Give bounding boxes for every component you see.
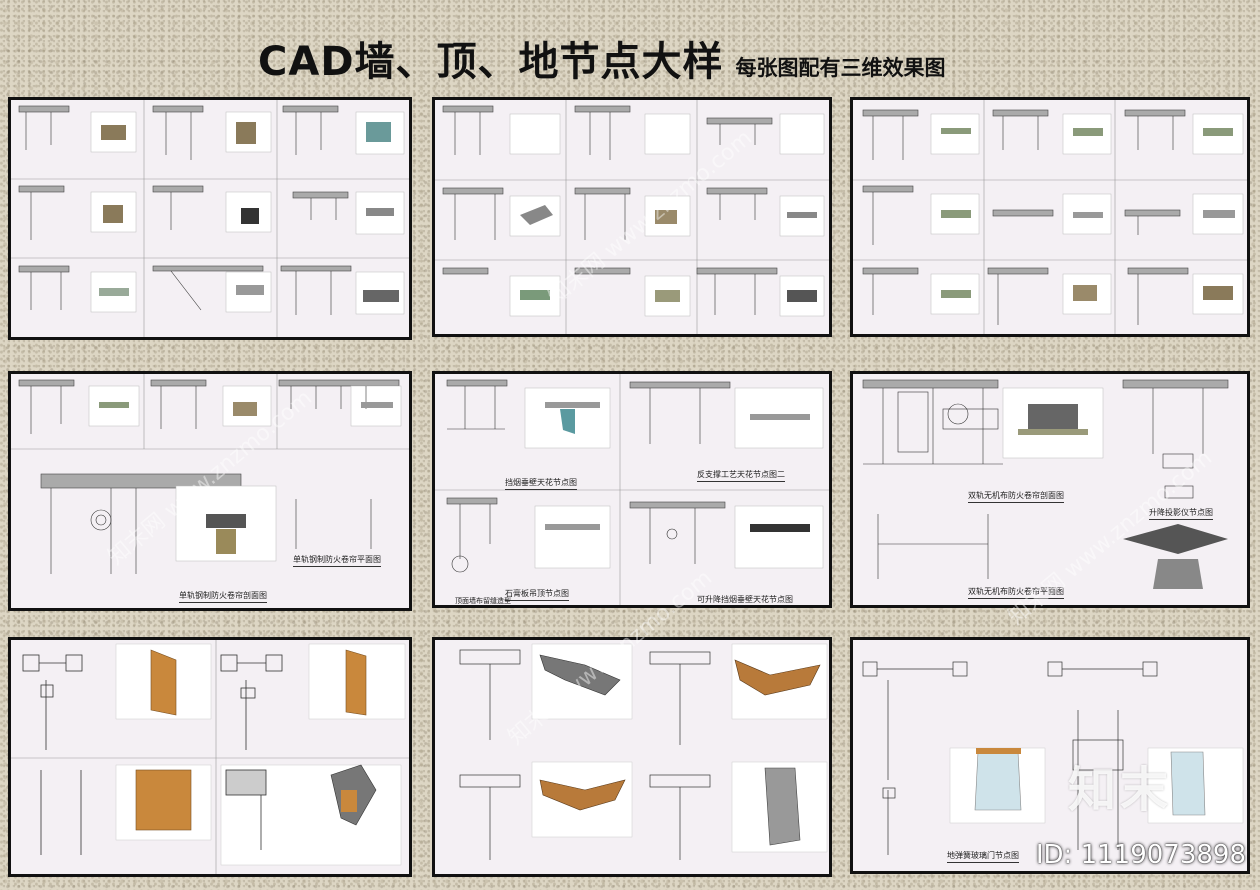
panel-1 [8,97,412,340]
panel-4: 单轨钢制防火卷帘平面图 单轨钢制防火卷帘剖面图 [8,371,412,611]
panel-3-drawing [853,100,1247,334]
watermark-id: ID: 1119073898 [1035,840,1246,870]
panel-2-drawing [435,100,829,334]
panel-5: 挡烟垂壁天花节点图 反支撑工艺天花节点图二 石膏板吊顶节点图 可升降挡烟垂壁天花… [432,371,832,608]
panel-2 [432,97,832,337]
caption-p4-section: 单轨钢制防火卷帘剖面图 [179,590,267,603]
caption-p5-smoke-screen: 挡烟垂壁天花节点图 [505,477,577,490]
caption-p5-liftable: 可升降挡烟垂壁天花节点图 [697,594,793,605]
caption-p5-gypsum: 石膏板吊顶节点图 [505,588,569,601]
page-title: CAD墙、顶、地节点大样 每张图配有三维效果图 [258,26,946,82]
panel-3 [850,97,1250,337]
panel-7 [8,637,412,877]
caption-p5-reverse-support: 反支撑工艺天花节点图二 [697,469,785,482]
panel-9: 地弹簧玻璃门节点图 [850,637,1250,874]
panel-5-drawing [435,374,829,605]
panel-1-drawing [11,100,409,337]
caption-p9-spring-door: 地弹簧玻璃门节点图 [947,850,1019,863]
caption-p5-wall-cloth: 顶面墙布留缝造型 [455,596,511,605]
caption-p6-projector: 升降投影仪节点图 [1149,507,1213,520]
caption-p6-plan: 双轨无机布防火卷帘平面图 [968,586,1064,599]
panel-6-drawing [862,379,1229,589]
panel-7-drawing [11,640,409,874]
title-main: CAD墙、顶、地节点大样 [258,39,724,85]
title-subtitle: 每张图配有三维效果图 [735,56,946,80]
caption-p6-section: 双轨无机布防火卷帘剖面图 [968,490,1064,503]
panel-9-drawing [862,661,1244,855]
panel-6: 双轨无机布防火卷帘剖面图 升降投影仪节点图 双轨无机布防火卷帘平面图 [850,371,1250,608]
panel-8 [432,637,832,877]
panel-4-drawing [11,374,409,574]
caption-p4-plan: 单轨钢制防火卷帘平面图 [293,554,381,567]
watermark-logo: 知末 [1068,762,1173,818]
panel-8-drawing [459,643,828,860]
